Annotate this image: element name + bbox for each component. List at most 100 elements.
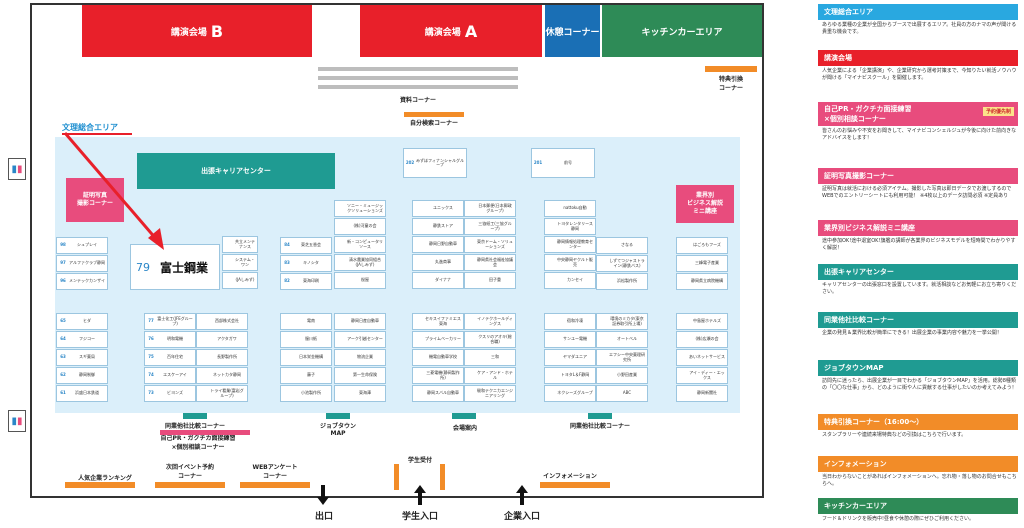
booth[interactable]: 小野田産業 — [596, 367, 648, 384]
booth[interactable]: トヨタレンタリース静岡 — [544, 218, 596, 235]
booth[interactable]: 共立メンテナンス — [222, 236, 258, 253]
booth[interactable]: 清水農業協同組合(JAしみず) — [334, 254, 386, 271]
booth[interactable]: 三峰電子産業 — [676, 255, 728, 272]
booth[interactable]: トライ看業(富岩グループ) — [196, 385, 248, 402]
booth-name: 丸進商事 — [435, 259, 451, 265]
industry-mini-seminar[interactable]: 業界別 ビジネス解説 ミニ講座 — [676, 185, 734, 223]
booth[interactable]: 中島屋ホテルズ — [676, 313, 728, 330]
booth-number: 201 — [533, 159, 543, 165]
booth[interactable]: 東海澤 — [334, 385, 386, 402]
booth[interactable]: 静岡日野自動車 — [412, 236, 464, 253]
booth[interactable]: 駿和テクニカエンジニアリング — [464, 385, 516, 402]
booth[interactable]: (JAしみず) — [222, 272, 258, 289]
booth[interactable]: イノテクホールディングス — [464, 313, 516, 330]
booth[interactable]: 電南 — [280, 313, 332, 330]
booth[interactable]: カンセイ — [544, 272, 596, 289]
booth[interactable]: 静岡県社会福祉協議会 — [464, 254, 516, 271]
booth[interactable]: 静岡新聞社 — [676, 385, 728, 402]
booth[interactable]: ネクシーズグループ — [544, 385, 596, 402]
booth[interactable]: 浜松製作所 — [596, 273, 648, 290]
booth[interactable]: 藤子 — [280, 367, 332, 384]
booth[interactable]: 三協紙工(三協グループ) — [464, 218, 516, 235]
booth[interactable]: ケア・アンド・ホテル — [464, 367, 516, 384]
booth[interactable]: アーク引越センター — [334, 331, 386, 348]
booth[interactable]: アイ・ディー・エックス — [676, 367, 728, 384]
booth[interactable]: アクタガワ — [196, 331, 248, 348]
booth[interactable]: 桜屋 — [334, 272, 386, 289]
booth[interactable]: 服川紙 — [280, 331, 332, 348]
booth-number: 61 — [60, 390, 66, 396]
booth[interactable]: しずてつジャストライン(静鉄バス) — [596, 255, 648, 272]
booth[interactable]: プライムベーカリー — [412, 331, 464, 348]
booth-name: 西部株式会社 — [215, 318, 239, 324]
booth[interactable]: 環境のミカタ(東京証券取引所上場) — [596, 313, 648, 330]
lecture-hall-b[interactable]: 講演会場 B — [82, 5, 312, 57]
booth[interactable]: ABC — [596, 385, 648, 402]
booth[interactable]: 静岡情報処理教育センター — [544, 236, 596, 253]
booth[interactable]: ネットカタ静岡 — [196, 367, 248, 384]
booth[interactable]: 宿和冷凍 — [544, 313, 596, 330]
highlighted-booth[interactable]: 79 富士鋼業 — [130, 244, 220, 290]
booth[interactable]: 機電自動車学校 — [412, 349, 464, 366]
booth[interactable]: 第一生命保険 — [334, 367, 386, 384]
booth[interactable]: 日本栄金機構 — [280, 349, 332, 366]
booth[interactable]: 東京ドーム・ソリューションズ — [464, 236, 516, 253]
photo-corner[interactable]: 証明写真 撮影コーナー — [66, 178, 124, 222]
booth[interactable]: 中央静岡ヤクルト販売 — [544, 254, 596, 271]
booth[interactable]: ヤマダユニア — [544, 349, 596, 366]
booth[interactable]: トヨタL＆F静岡 — [544, 367, 596, 384]
booth[interactable]: 日本郵便(日本郵政グループ) — [464, 200, 516, 217]
booth[interactable]: 物流企業 — [334, 349, 386, 366]
booth[interactable]: 三和 — [464, 349, 516, 366]
booth[interactable]: あいネットサービス — [676, 349, 728, 366]
booth[interactable]: ユニックス — [412, 200, 464, 217]
booth[interactable]: システム・ワン — [222, 254, 258, 271]
booth[interactable]: サンユー電機 — [544, 331, 596, 348]
booth[interactable]: 三菱電機(静岡製作所) — [412, 367, 464, 384]
booth[interactable]: セキスイファミエス東海 — [412, 313, 464, 330]
booth-name: イノテクホールディングス — [477, 316, 513, 326]
booth[interactable]: オートベル — [596, 331, 648, 348]
booth[interactable]: ダイナナ — [412, 272, 464, 289]
booth[interactable]: さなる — [596, 237, 648, 254]
booth[interactable]: 西部株式会社 — [196, 313, 248, 330]
booth[interactable]: 小池製作所 — [280, 385, 332, 402]
booth[interactable]: 長野製作所 — [196, 349, 248, 366]
booth[interactable]: 静鉄ストア — [412, 218, 464, 235]
booth[interactable]: 新・コンピュータリソース — [334, 236, 386, 253]
booth[interactable]: (株)広瀬の会 — [676, 331, 728, 348]
career-center[interactable]: 出張キャリアセンター — [137, 153, 335, 189]
booth[interactable]: 静岡県立病院機構 — [676, 273, 728, 290]
booth[interactable]: 丸進商事 — [412, 254, 464, 271]
booth[interactable]: 静岡日産自動車 — [334, 313, 386, 330]
booth[interactable]: 田子重 — [464, 272, 516, 289]
booth[interactable]: nattoku自動 — [544, 200, 596, 217]
kitchen-car-area[interactable]: キッチンカーエリア — [602, 5, 762, 57]
rest-corner[interactable]: 休憩コーナー — [545, 5, 600, 57]
lecture-hall-a[interactable]: 講演会場 A — [360, 5, 542, 57]
booth[interactable]: (株)河童の会 — [334, 218, 386, 235]
booth[interactable]: クスリのアオキ(総合職) — [464, 331, 516, 348]
booth[interactable]: ソニー・ミュージックソリューションズ — [334, 200, 386, 217]
booth[interactable]: はごろもフーズ — [676, 237, 728, 254]
booth[interactable]: 静岡スバル自動車 — [412, 385, 464, 402]
booth[interactable]: エフシー中央薬理研究所 — [596, 349, 648, 366]
